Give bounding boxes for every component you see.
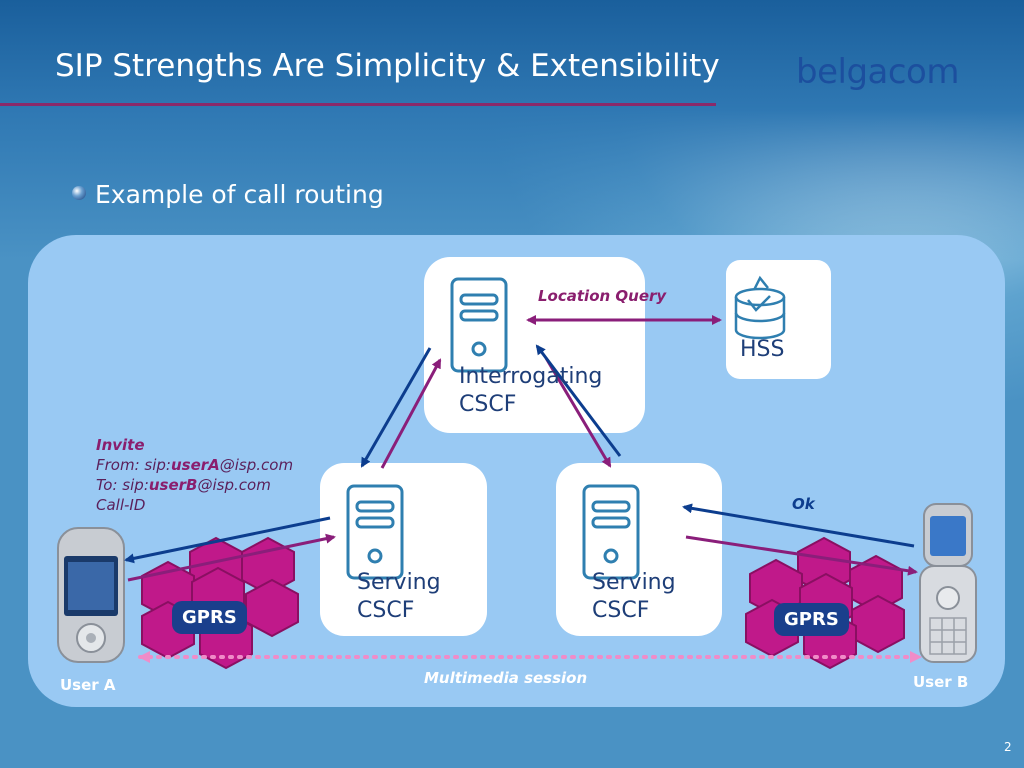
gprs-badge-right: GPRS <box>774 603 849 636</box>
page-number: 2 <box>1004 740 1012 754</box>
serving-cscf-a-label: Serving CSCF <box>357 569 441 625</box>
multimedia-session-label: Multimedia session <box>424 669 588 687</box>
hss-label: HSS <box>740 337 785 362</box>
invite-header: Invite <box>96 436 145 454</box>
serving-cscf-a-label-line2: CSCF <box>357 598 415 623</box>
serving-cscf-a-box <box>320 463 487 636</box>
interrogating-cscf-label: Interrogating CSCF <box>459 363 602 419</box>
invite-serving-b-to-ue-b <box>685 535 918 576</box>
ok-serving-b-to-icscf <box>535 344 622 457</box>
serving-cscf-b-label: Serving CSCF <box>592 569 676 625</box>
location-query-label: Location Query <box>538 287 667 305</box>
invite-to-domain: @isp.com <box>197 476 271 494</box>
invite-from-user: userA <box>170 456 220 474</box>
database-icon <box>734 275 786 340</box>
ok-ue-b-to-serving-b <box>682 503 915 548</box>
invite-message: Invite From: sip:userA@isp.com To: sip:u… <box>96 435 293 515</box>
interrogating-cscf-label-line2: CSCF <box>459 392 517 417</box>
invite-ue-a-to-serving-a <box>127 533 336 582</box>
ok-icscf-to-serving-a <box>360 347 432 468</box>
invite-from: From: sip:userA@isp.com <box>96 455 293 475</box>
user-b-label: User B <box>913 673 969 691</box>
flip-phone-icon <box>919 503 977 663</box>
invite-call-id: Call-ID <box>96 496 146 514</box>
invite-icscf-to-serving-b <box>544 357 612 468</box>
slide-title: SIP Strengths Are Simplicity & Extensibi… <box>55 48 720 84</box>
ok-serving-a-to-ue-a <box>124 516 331 564</box>
interrogating-cscf-label-line1: Interrogating <box>459 364 603 389</box>
invite-to: To: sip:userB@isp.com <box>96 475 293 495</box>
mobile-phone-icon <box>57 527 125 663</box>
invite-from-domain: @isp.com <box>219 456 294 474</box>
serving-cscf-a-label-line1: Serving <box>357 570 441 595</box>
serving-cscf-b-label-line1: Serving <box>592 570 676 595</box>
invite-from-prefix: From: sip: <box>96 456 171 474</box>
ok-label: Ok <box>792 495 815 513</box>
user-a-label: User A <box>60 676 116 694</box>
invite-to-prefix: To: sip: <box>96 476 149 494</box>
gprs-badge-left: GPRS <box>172 601 247 634</box>
bullet-icon <box>72 186 86 200</box>
belgacom-logo: belgacom <box>796 52 959 92</box>
interrogating-cscf-box <box>424 257 645 433</box>
serving-cscf-b-label-line2: CSCF <box>592 598 650 623</box>
bullet-subtitle: Example of call routing <box>95 180 384 209</box>
invite-serving-a-to-icscf <box>380 358 442 469</box>
title-underline <box>0 103 716 106</box>
invite-to-user: userB <box>148 476 198 494</box>
